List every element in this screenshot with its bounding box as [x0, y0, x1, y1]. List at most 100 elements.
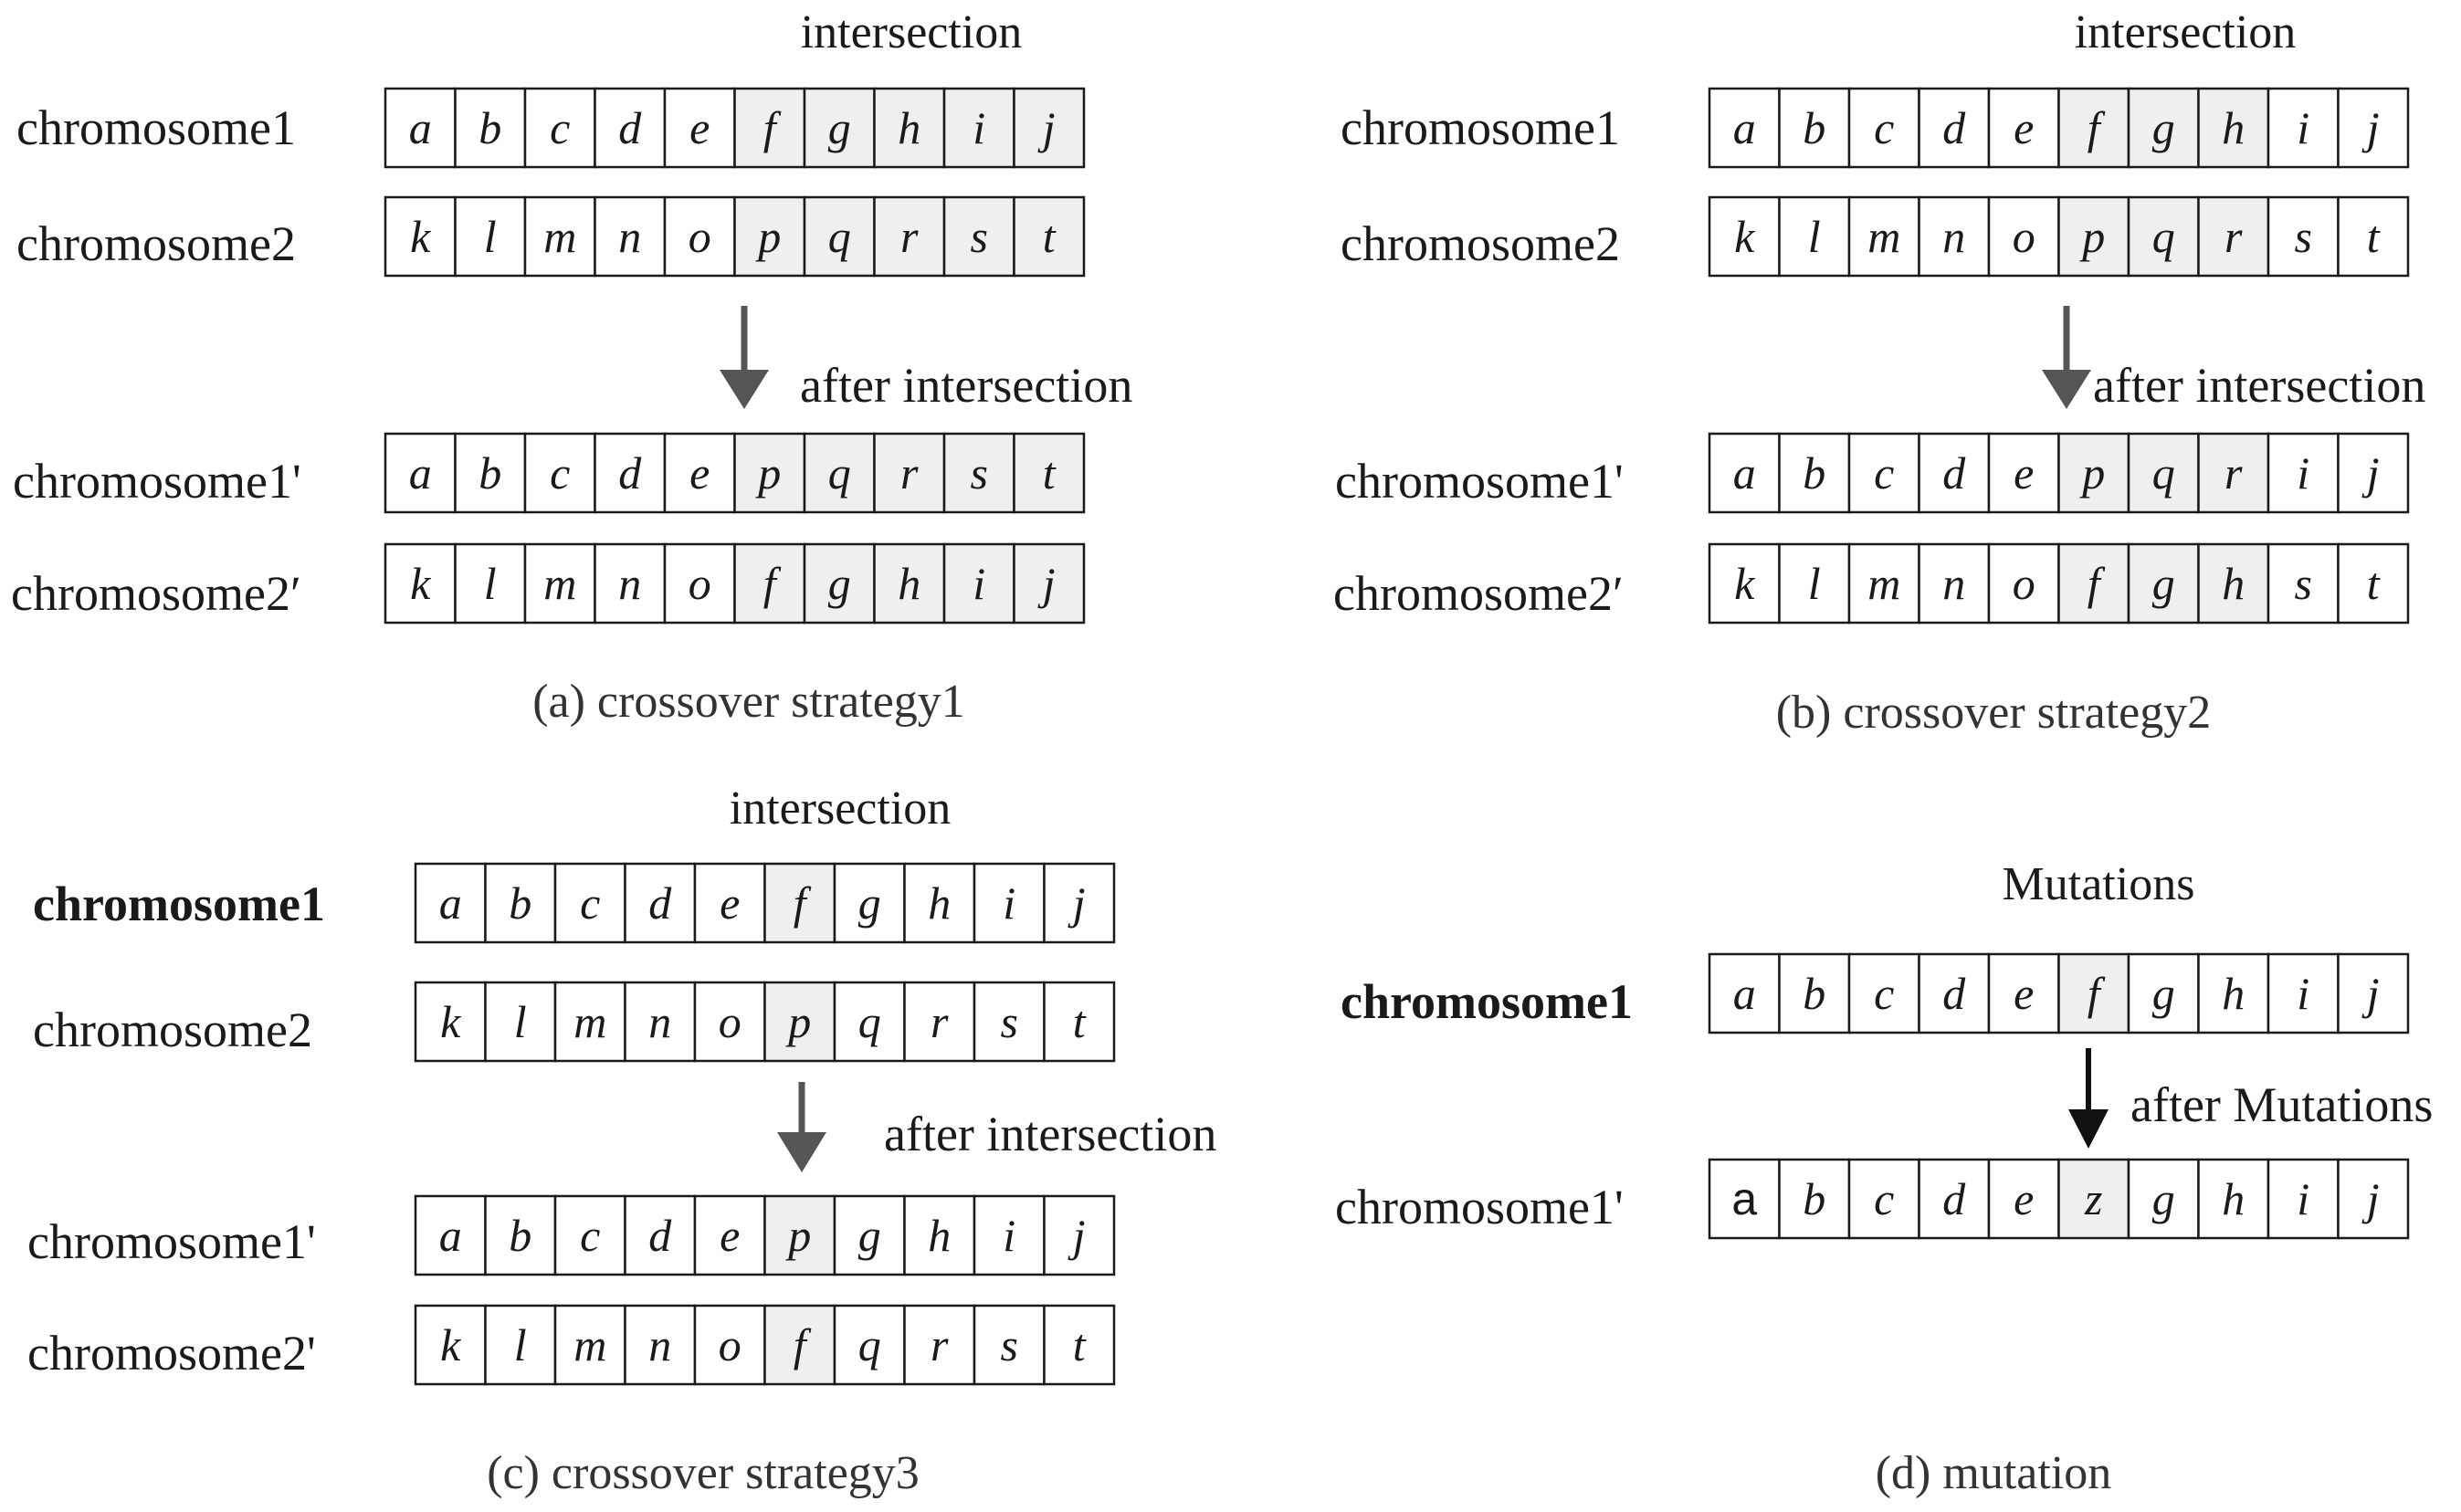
- gene-value: a: [439, 1210, 462, 1261]
- gene-cell-box: [2197, 195, 2270, 278]
- gene-value: s: [2295, 211, 2312, 262]
- gene-cell-box: [973, 862, 1046, 944]
- gene-cell: z: [2057, 1158, 2130, 1240]
- gene-value: a: [1733, 968, 1756, 1019]
- gene-cell: p: [733, 432, 806, 514]
- panel-a-row-label: chromosome1: [16, 100, 296, 155]
- gene-cell-box: [553, 1304, 626, 1386]
- gene-value: l: [484, 211, 497, 262]
- gene-cell: t: [1013, 432, 1086, 514]
- gene-cell: n: [1918, 542, 1991, 625]
- gene-cell-box: [803, 87, 876, 169]
- gene-value: r: [900, 211, 919, 262]
- gene-cell: d: [1918, 952, 1991, 1034]
- gene-value: e: [2014, 1173, 2034, 1224]
- gene-value: l: [1808, 558, 1821, 609]
- gene-cell: h: [873, 87, 946, 169]
- gene-cell-box: [594, 542, 667, 625]
- gene-value: p: [2079, 211, 2105, 262]
- gene-value: p: [785, 996, 811, 1047]
- gene-cell: q: [803, 195, 876, 278]
- gene-cell-box: [1847, 87, 1920, 169]
- panel-c-row-label: chromosome2': [27, 1326, 316, 1381]
- gene-cell: f: [733, 87, 806, 169]
- gene-cell: i: [942, 87, 1015, 169]
- gene-value: c: [1874, 447, 1894, 499]
- gene-cell: i: [942, 542, 1015, 625]
- gene-cell-box: [1708, 195, 1781, 278]
- gene-value: g: [2152, 558, 2175, 609]
- gene-value: q: [858, 1319, 881, 1370]
- gene-value: m: [1867, 558, 1900, 609]
- gene-value: q: [2152, 211, 2175, 262]
- gene-cell: j: [2337, 1158, 2410, 1240]
- gene-cell: e: [693, 1194, 766, 1276]
- gene-value: z: [2084, 1173, 2102, 1224]
- gene-cell: b: [1778, 87, 1851, 169]
- gene-value: c: [580, 1210, 600, 1261]
- gene-cell-box: [414, 1304, 487, 1386]
- panel-c-row-label: chromosome2: [33, 1003, 312, 1057]
- gene-cell: l: [484, 1304, 557, 1386]
- gene-cell-box: [2266, 432, 2340, 514]
- gene-cell-box: [1918, 952, 1991, 1034]
- gene-cell-box: [733, 542, 806, 625]
- gene-value: a: [1733, 447, 1756, 499]
- gene-cell-box: [1043, 1194, 1116, 1276]
- gene-cell-box: [1708, 432, 1781, 514]
- gene-cell: j: [1043, 862, 1116, 944]
- gene-cell: e: [663, 432, 736, 514]
- gene-value: d: [1942, 968, 1966, 1019]
- gene-cell: r: [2197, 195, 2270, 278]
- gene-cell-box: [1918, 542, 1991, 625]
- gene-cell-box: [1987, 952, 2060, 1034]
- panel-b-row-label: chromosome2′: [1333, 566, 1624, 621]
- gene-cell: o: [1987, 542, 2060, 625]
- gene-cell: r: [873, 432, 946, 514]
- gene-cell: s: [973, 1304, 1046, 1386]
- gene-cell-box: [2266, 952, 2340, 1034]
- gene-cell: b: [484, 862, 557, 944]
- gene-value: n: [618, 558, 641, 609]
- panel-c-arrow-label: after intersection: [884, 1107, 1216, 1161]
- gene-cell-box: [663, 195, 736, 278]
- gene-value: g: [2152, 102, 2175, 153]
- gene-cell: k: [384, 542, 457, 625]
- gene-cell: c: [1847, 87, 1920, 169]
- gene-value: s: [971, 211, 988, 262]
- gene-value: c: [550, 447, 570, 499]
- gene-cell-box: [693, 862, 766, 944]
- gene-value: b: [479, 447, 501, 499]
- gene-cell-box: [693, 981, 766, 1063]
- panel-b-row-label: chromosome1: [1341, 100, 1620, 155]
- gene-cell: b: [1778, 952, 1851, 1034]
- gene-cell: e: [663, 87, 736, 169]
- gene-cell: i: [973, 1194, 1046, 1276]
- gene-cell-box: [1847, 195, 1920, 278]
- gene-cell: a: [384, 432, 457, 514]
- gene-cell: k: [1708, 542, 1781, 625]
- gene-value: i: [2297, 102, 2309, 153]
- gene-cell: n: [624, 981, 697, 1063]
- gene-cell: e: [1987, 432, 2060, 514]
- gene-cell: a: [1708, 1158, 1781, 1240]
- gene-cell-box: [2197, 87, 2270, 169]
- gene-cell: n: [594, 542, 667, 625]
- gene-cell-box: [2337, 542, 2410, 625]
- gene-cell: l: [454, 195, 527, 278]
- gene-cell: m: [553, 1304, 626, 1386]
- gene-value: k: [1734, 558, 1755, 609]
- gene-cell: l: [484, 981, 557, 1063]
- gene-value: r: [900, 447, 919, 499]
- gene-value: i: [973, 558, 985, 609]
- gene-cell-box: [2197, 952, 2270, 1034]
- gene-value: p: [785, 1210, 811, 1261]
- panel-a-heading: intersection: [801, 6, 1023, 58]
